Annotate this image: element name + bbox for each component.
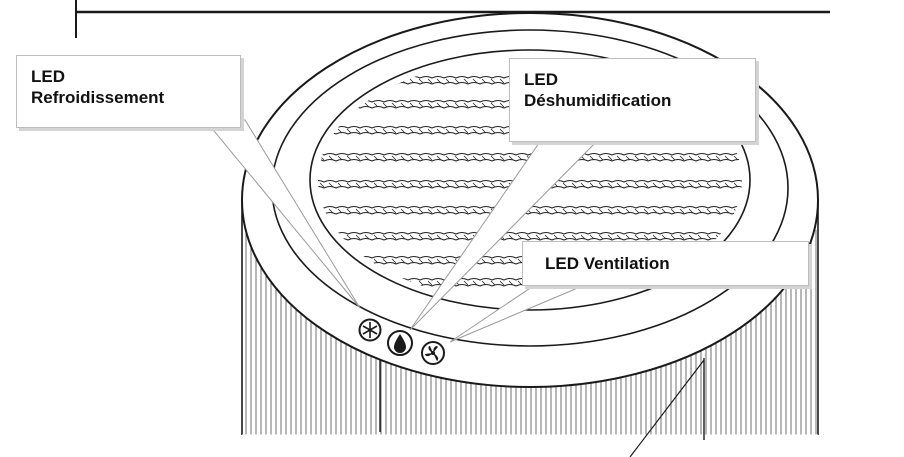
fan-icon [421, 341, 445, 365]
dehumidification-led-callout: LED Déshumidification [509, 58, 756, 142]
snowflake-icon [358, 318, 382, 342]
water-drop-icon [387, 330, 413, 356]
ventilation-callout-label: LED Ventilation [545, 254, 670, 273]
bottom-pointer-line [629, 359, 705, 457]
dehumidification-callout-line2: Déshumidification [524, 91, 672, 110]
cooling-led-callout: LED Refroidissement [16, 55, 241, 128]
ventilation-led-callout: LED Ventilation [522, 241, 809, 286]
cooling-callout-line2: Refroidissement [31, 88, 165, 107]
cooling-callout-line1: LED [31, 67, 65, 86]
dehumidification-callout-line1: LED [524, 70, 558, 89]
